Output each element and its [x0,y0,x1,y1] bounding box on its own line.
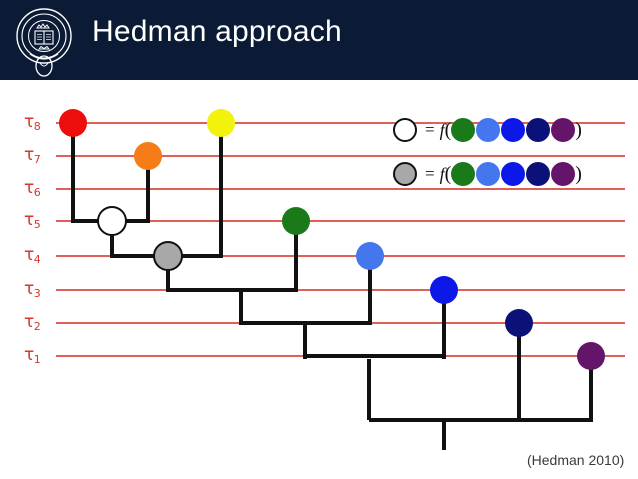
legend-arg-blue [501,118,526,142]
stem-yellow [219,134,223,258]
join-red-white [73,219,116,223]
page-title: Hedman approach [92,15,342,48]
node-blue[interactable] [430,276,458,304]
slide-header: Hedman approach [0,0,638,80]
stem-clade-a [239,292,243,325]
stem-white [110,234,114,258]
legend-row-white-open-paren: ( [444,118,452,141]
legend-arg-navy [526,162,551,186]
tau-label-6: τ6 [24,178,41,200]
node-gray[interactable] [153,241,183,271]
stem-blue [442,301,446,359]
tau-label-7: τ7 [24,145,41,167]
tau-label-8: τ8 [24,112,41,134]
stem-orange [146,167,150,223]
legend-arg-purple [551,162,576,186]
legend-row-white-result-swatch [393,118,417,142]
node-red[interactable] [59,109,87,137]
stem-red [71,134,75,223]
tau-line-4 [56,255,625,257]
legend-arg-blue [501,162,526,186]
join-cladeA-lblue [241,321,372,325]
tau-line-3 [56,289,625,291]
legend-row-white-function-symbol: f [439,119,445,140]
join-white-gray [112,254,172,258]
tau-label-2: τ2 [24,312,41,334]
node-navy[interactable] [505,309,533,337]
legend-row-gray-equals: = [425,164,435,183]
node-purple[interactable] [577,342,605,370]
tau-label-3: τ3 [24,279,41,301]
stem-navy [517,334,521,420]
stem-gray [166,269,170,292]
legend-row-white: =f() [393,117,582,143]
oxford-university-crest-icon [16,8,72,77]
node-lightblue[interactable] [356,242,384,270]
tau-label-5: τ5 [24,210,41,232]
tau-line-5 [56,220,625,222]
tau-label-4: τ4 [24,245,41,267]
legend-arg-purple [551,118,576,142]
legend-arg-lightblue [476,118,501,142]
tau-line-6 [56,188,625,190]
tau-line-8 [56,122,625,124]
legend-row-white-close-paren: ) [575,118,582,141]
stem-purple [589,367,593,420]
legend-arg-green [451,162,476,186]
legend-row-gray-result-swatch [393,162,417,186]
node-green[interactable] [282,207,310,235]
tau-line-7 [56,155,625,157]
node-orange[interactable] [134,142,162,170]
join-root-purple [444,418,593,422]
legend-arg-green [451,118,476,142]
stem-clade-b [303,325,307,359]
node-white[interactable] [97,206,127,236]
legend-row-gray: =f() [393,161,582,187]
legend-arg-lightblue [476,162,501,186]
legend-row-gray-close-paren: ) [575,162,582,185]
node-yellow[interactable] [207,109,235,137]
join-cladeB-blue [305,354,446,358]
tau-label-1: τ1 [24,345,41,367]
citation-label: (Hedman 2010) [527,452,625,468]
legend-row-white-equals: = [425,120,435,139]
legend-row-white-arguments [451,118,576,142]
join-gray-yellow [166,254,223,258]
legend-arg-navy [526,118,551,142]
stem-clade-c [367,359,371,420]
join-gray-green [168,288,298,292]
stem-lightblue [368,267,372,325]
stem-green [294,232,298,292]
legend-row-gray-function-symbol: f [439,163,445,184]
stem-clade-d [442,420,446,450]
legend-row-gray-arguments [451,162,576,186]
join-white-orange [110,219,150,223]
legend-row-gray-open-paren: ( [444,162,452,185]
